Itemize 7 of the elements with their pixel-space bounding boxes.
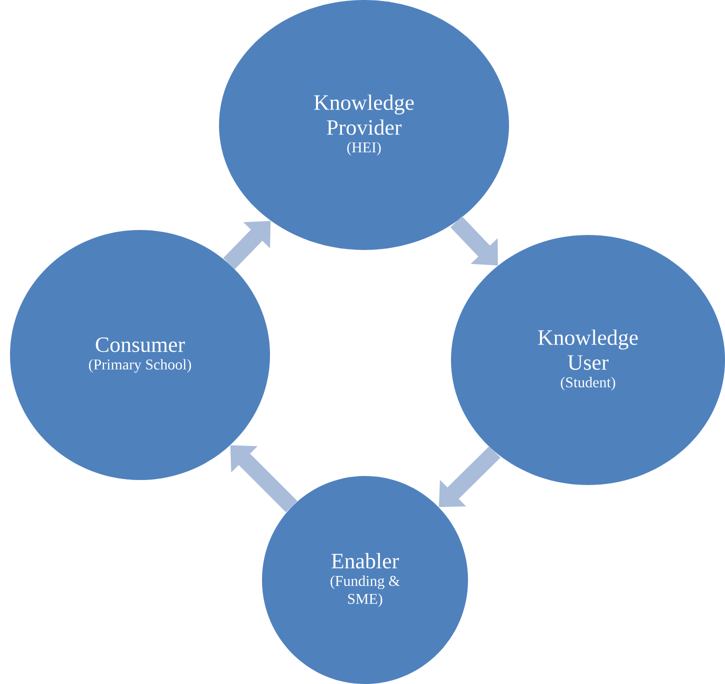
circle-node: Consumer (Primary School) (10, 230, 270, 480)
block-arrow (230, 445, 298, 512)
circle-node: Knowledge User (Student) (451, 235, 725, 485)
block-arrow (438, 446, 500, 508)
block-arrow (450, 216, 498, 266)
circle-node: Knowledge Provider (HEI) (219, 0, 509, 250)
circle-node: Enabler (Funding & SME) (262, 476, 468, 684)
